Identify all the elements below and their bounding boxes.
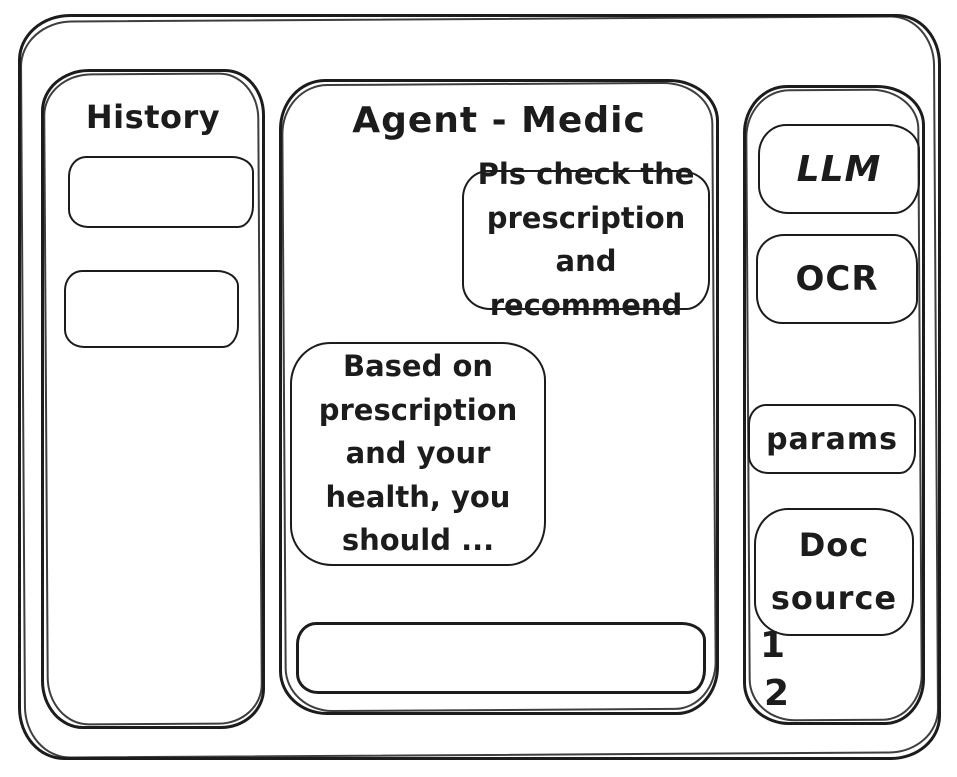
assistant-message-bubble: Based on prescription and your health, y… bbox=[290, 342, 546, 566]
chat-input[interactable] bbox=[296, 622, 706, 694]
chat-title: Agent - Medic bbox=[352, 100, 646, 141]
doc-source-item-1[interactable]: 1 bbox=[760, 625, 786, 666]
llm-button[interactable]: LLM bbox=[758, 124, 920, 214]
tools-sidebar: LLM OCR params Doc source 1 2 bbox=[743, 85, 925, 725]
history-sidebar: History bbox=[41, 69, 265, 729]
history-item[interactable] bbox=[64, 270, 239, 348]
user-message-bubble: Pls check the prescription and recommend bbox=[462, 157, 710, 322]
doc-source-button[interactable]: Doc source bbox=[754, 508, 914, 636]
params-button[interactable]: params bbox=[748, 404, 916, 474]
ocr-button[interactable]: OCR bbox=[756, 234, 918, 324]
chat-panel: Agent - Medic Pls check the prescription… bbox=[279, 79, 719, 715]
history-title: History bbox=[85, 98, 221, 136]
app-window: History Agent - Medic Pls check the pres… bbox=[18, 14, 941, 760]
doc-source-item-2[interactable]: 2 bbox=[764, 673, 790, 714]
history-item[interactable] bbox=[68, 156, 254, 228]
